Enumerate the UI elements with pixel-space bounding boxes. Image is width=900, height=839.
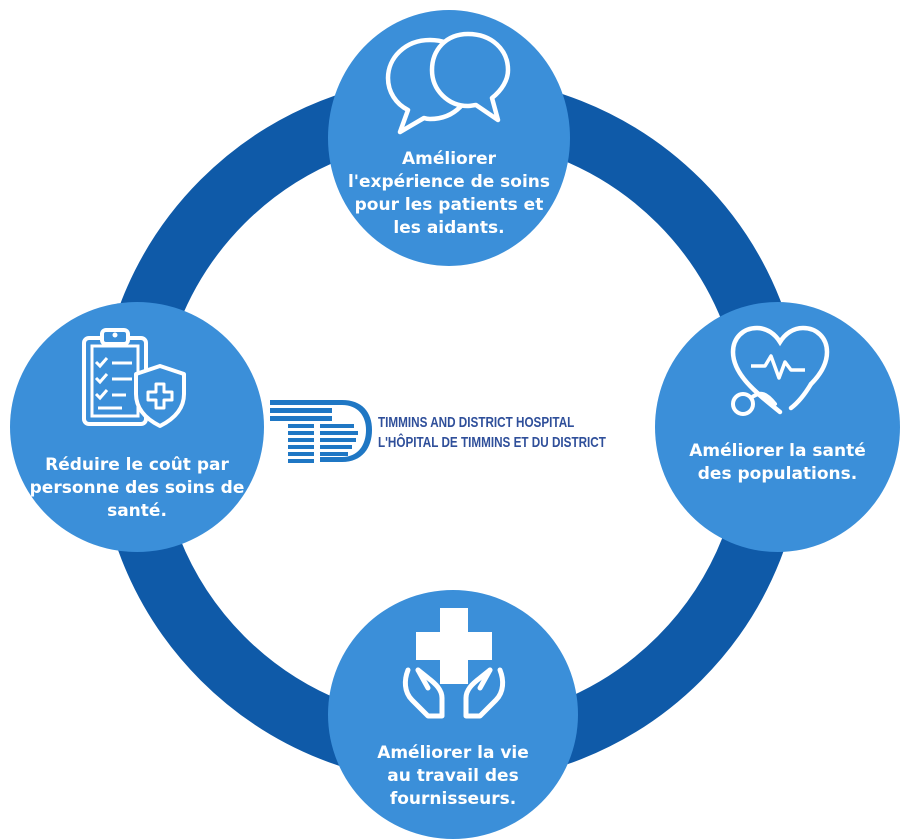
node-provider-worklife: Améliorer la vie au travail des fourniss… <box>328 590 578 839</box>
node-label: Améliorer l'expérience de soins pour les… <box>347 149 551 238</box>
hospital-logo: TIMMINS AND DISTRICT HOSPITAL L'HÔPITAL … <box>270 400 640 464</box>
clipboard-shield-icon <box>82 328 186 428</box>
logo-name-french: L'HÔPITAL DE TIMMINS ET DU DISTRICT <box>378 434 606 451</box>
node-population-health: Améliorer la santé des populations. <box>655 302 900 552</box>
node-label: Améliorer la santé des populations. <box>689 441 866 484</box>
node-cost-reduction: Réduire le coût par personne des soins d… <box>10 302 264 552</box>
chat-bubbles-icon <box>385 31 511 135</box>
heart-stethoscope-icon <box>730 325 830 416</box>
node-label: Améliorer la vie au travail des fourniss… <box>377 743 529 809</box>
logo-name-english: TIMMINS AND DISTRICT HOSPITAL <box>378 414 575 431</box>
tdh-logo-mark-icon <box>270 400 372 463</box>
node-patient-experience: Améliorer l'expérience de soins pour les… <box>328 10 570 266</box>
node-label: Réduire le coût par personne des soins d… <box>29 455 245 521</box>
hands-medical-cross-icon <box>402 608 506 719</box>
